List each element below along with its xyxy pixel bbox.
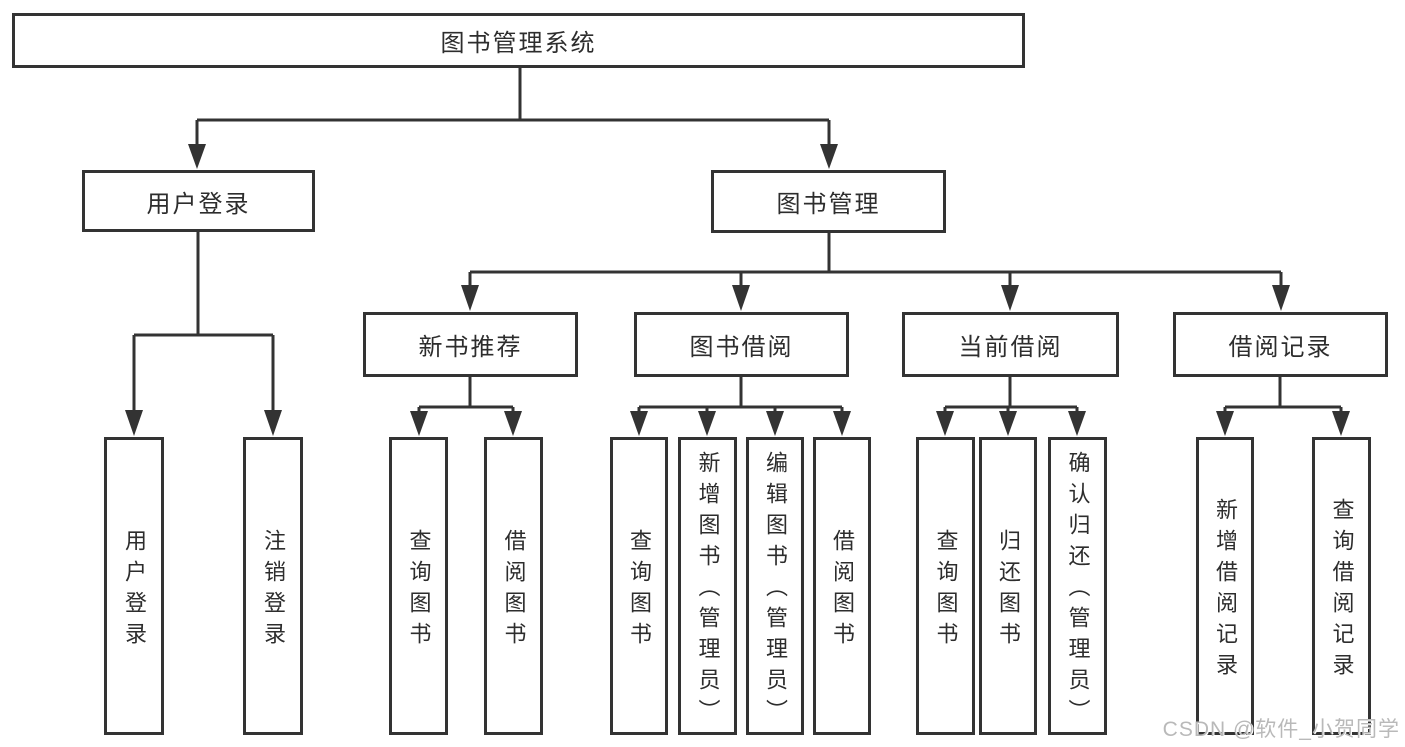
connector-book-borrowing-children [630, 377, 851, 436]
node-label: 查询图书 [933, 528, 959, 653]
node-borrow-books-borrowing: 借阅图书 [813, 437, 871, 735]
node-label: 当前借阅 [958, 334, 1063, 361]
arrow-down-icon [630, 411, 648, 436]
node-query-books-recommend: 查询图书 [389, 437, 448, 735]
node-label: 新增借阅记录 [1213, 497, 1238, 684]
arrow-down-icon [461, 285, 479, 311]
node-label: 确认归还（管理员） [1065, 451, 1091, 730]
node-borrow-books-recommend: 借阅图书 [484, 437, 543, 735]
connector-user-login-children [125, 232, 282, 436]
node-user-login: 用户登录 [82, 170, 315, 232]
node-user-login-action: 用户登录 [104, 437, 164, 735]
node-label: 新书推荐 [418, 334, 523, 361]
csdn-watermark: CSDN @软件_小贺同学 [1162, 718, 1400, 741]
node-label: 归还图书 [996, 528, 1021, 653]
node-label: 查询借阅记录 [1329, 497, 1355, 684]
node-label: 借阅记录 [1228, 334, 1333, 361]
node-label: 用户登录 [122, 528, 147, 653]
arrow-down-icon [999, 411, 1017, 436]
arrow-down-icon [1001, 285, 1019, 311]
node-label: 用户登录 [146, 190, 251, 218]
arrow-down-icon [732, 285, 750, 311]
arrow-down-icon [1216, 411, 1234, 436]
arrow-down-icon [1332, 411, 1350, 436]
node-query-books-current: 查询图书 [916, 437, 975, 735]
connector-root-to-level2 [188, 68, 838, 169]
node-add-borrow-record: 新增借阅记录 [1196, 437, 1254, 735]
node-confirm-return-admin: 确认归还（管理员） [1048, 437, 1107, 735]
node-return-book: 归还图书 [979, 437, 1037, 735]
node-label: 查询图书 [627, 528, 652, 653]
node-label: 编辑图书（管理员） [763, 451, 788, 730]
connector-current-borrowing-children [936, 377, 1086, 436]
node-edit-book-admin: 编辑图书（管理员） [746, 437, 804, 735]
connector-borrowing-records-children [1216, 377, 1350, 436]
node-book-management: 图书管理 [711, 170, 946, 233]
node-label: 借阅图书 [830, 528, 855, 653]
node-label: 查询图书 [406, 528, 432, 653]
arrow-down-icon [833, 411, 851, 436]
arrow-down-icon [504, 411, 522, 436]
arrow-down-icon [936, 411, 954, 436]
arrow-down-icon [188, 144, 206, 169]
node-add-book-admin: 新增图书（管理员） [678, 437, 737, 735]
node-borrowing-records: 借阅记录 [1173, 312, 1388, 377]
arrow-down-icon [264, 410, 282, 436]
arrow-down-icon [125, 410, 143, 436]
node-current-borrowing: 当前借阅 [902, 312, 1119, 377]
arrow-down-icon [1068, 411, 1086, 436]
node-query-borrow-record: 查询借阅记录 [1312, 437, 1371, 735]
node-book-borrowing: 图书借阅 [634, 312, 849, 377]
arrow-down-icon [1272, 285, 1290, 311]
node-label: 图书管理系统 [440, 30, 597, 57]
node-label: 注销登录 [261, 528, 286, 653]
node-label: 图书借阅 [689, 334, 794, 361]
node-library-management-system: 图书管理系统 [12, 13, 1025, 68]
node-new-book-recommendation: 新书推荐 [363, 312, 578, 377]
arrow-down-icon [698, 411, 716, 436]
connector-new-book-recommendation-children [410, 377, 522, 436]
connector-book-management-children [461, 233, 1290, 311]
node-label: 借阅图书 [501, 528, 527, 653]
node-label: 图书管理 [776, 191, 881, 218]
node-query-books-borrowing: 查询图书 [610, 437, 668, 735]
arrow-down-icon [410, 411, 428, 436]
node-logout-action: 注销登录 [243, 437, 303, 735]
node-label: 新增图书（管理员） [695, 451, 721, 730]
arrow-down-icon [820, 144, 838, 169]
arrow-down-icon [766, 411, 784, 436]
